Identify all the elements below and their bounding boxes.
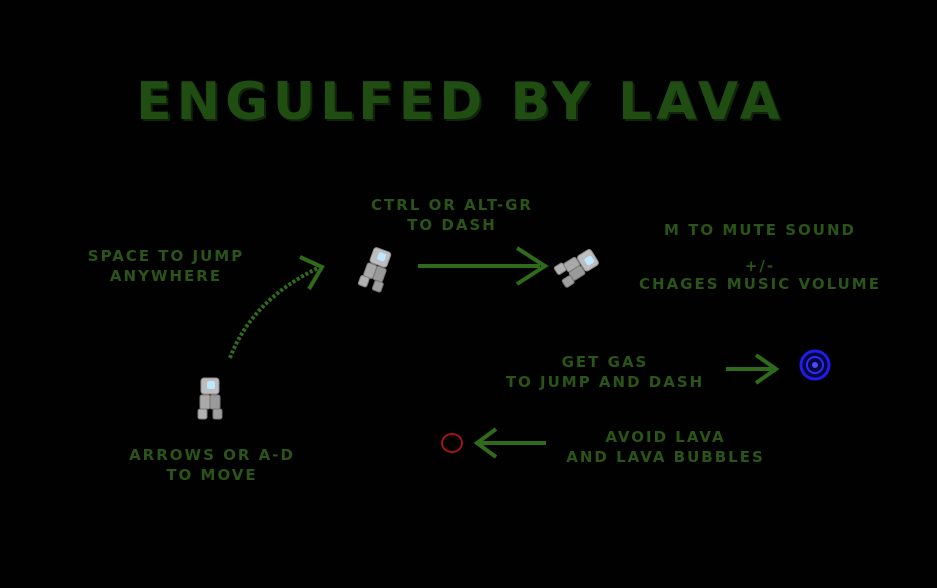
gas-arrow-icon (726, 353, 780, 385)
mute-instruction: M TO MUTE SOUND (664, 221, 856, 239)
dash-instruction-line-1: CTRL OR ALT-GR (371, 196, 533, 214)
move-instruction-line-2: TO MOVE (166, 466, 258, 484)
volume-instruction-line-1: +/- (744, 257, 776, 275)
jump-instruction: SPACE TO JUMP ANYWHERE (76, 246, 256, 286)
lava-instruction: AVOID LAVA AND LAVA BUBBLES (548, 427, 783, 467)
volume-instruction: +/- CHAGES MUSIC VOLUME (620, 256, 900, 294)
astronaut-standing-icon (197, 377, 223, 420)
move-instruction-line-1: ARROWS OR A-D (129, 446, 295, 464)
astronaut-jumping-icon (357, 245, 395, 294)
lava-instruction-line-2: AND LAVA BUBBLES (566, 448, 765, 466)
gas-instruction-line-1: GET GAS (561, 353, 649, 371)
jump-instruction-line-1: SPACE TO JUMP (87, 247, 245, 265)
volume-instruction-line-2: CHAGES MUSIC VOLUME (639, 275, 881, 293)
lava-arrow-icon (473, 427, 546, 459)
jump-instruction-line-2: ANYWHERE (109, 267, 223, 285)
dash-arrow-icon (418, 246, 549, 286)
gas-instruction: GET GAS TO JUMP AND DASH (480, 352, 730, 392)
dash-instruction: CTRL OR ALT-GR TO DASH (357, 195, 547, 235)
lava-instruction-line-1: AVOID LAVA (605, 428, 726, 446)
gas-orb-icon (799, 349, 831, 381)
gas-instruction-line-2: TO JUMP AND DASH (505, 373, 705, 391)
jump-arrow-icon (228, 255, 325, 359)
game-title: ENGULFED BY LAVA (136, 72, 785, 132)
astronaut-dashing-icon (553, 245, 602, 289)
move-instruction: ARROWS OR A-D TO MOVE (112, 445, 312, 485)
dash-instruction-line-2: TO DASH (407, 216, 497, 234)
lava-bubble-icon (441, 433, 463, 453)
